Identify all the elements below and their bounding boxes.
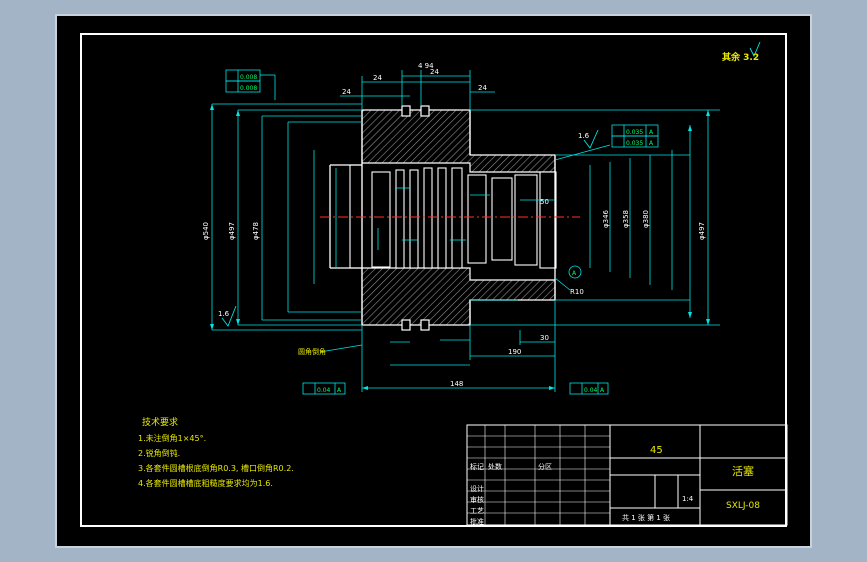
scale: 1:4: [682, 495, 694, 503]
rough-16-a: 1.6: [218, 310, 230, 318]
dim-od-right: φ497: [698, 222, 706, 240]
row-label-mark: 标记: [470, 463, 484, 471]
dim-bore3: φ380: [642, 210, 650, 228]
drawing-no: SXLJ-08: [726, 501, 760, 511]
datum-right-2: A: [649, 140, 654, 147]
col-label-zone: 分区: [538, 463, 552, 471]
sheet-info: 共 1 张 第 1 张: [622, 514, 671, 522]
part-name: 活塞: [732, 465, 754, 478]
dim-slot: 4 94: [418, 62, 434, 70]
drawing-frame: [80, 33, 787, 527]
rough-16-b: 1.6: [578, 132, 590, 140]
dim-r-fillet: R10: [570, 288, 584, 296]
row-label-design: 设计: [470, 485, 484, 493]
dim-len-30: 30: [540, 334, 549, 342]
leader-note: 圆角倒角: [298, 347, 326, 356]
roughness-other: 其余 3.2: [722, 51, 759, 63]
dim-bore2: φ358: [622, 210, 630, 228]
dim-od-main: φ540: [202, 222, 210, 240]
datum-circle-label: A: [572, 270, 577, 277]
tol-top-left-1: 0.008: [240, 74, 257, 81]
dim-total-len: 148: [450, 380, 463, 388]
tol-bottom-right: 0.04: [584, 387, 598, 394]
dim-d4: 24: [430, 68, 439, 76]
dimension-arrows: [210, 104, 710, 390]
dim-d3: 24: [478, 84, 487, 92]
dim-od3: φ478: [252, 222, 260, 240]
title-block: [466, 424, 788, 526]
dim-d1: 24: [373, 74, 382, 82]
tolerance-frames: [225, 69, 659, 395]
tech-requirements: 技术要求 1.未注倒角1×45°. 2.锐角倒钝. 3.各套件圆槽根底倒角R0.…: [138, 416, 294, 491]
tolerance-texts: 0.008 0.008 0.035 0.035 A A 0.04 A 0.04 …: [240, 74, 654, 394]
tol-bottom-left: 0.04: [317, 387, 331, 394]
dim-len-190: 190: [508, 348, 521, 356]
dim-d2: 24: [342, 88, 351, 96]
material: 45: [650, 445, 663, 456]
roughness-symbols: [221, 41, 761, 327]
datum-bottom-right: A: [600, 387, 605, 394]
tol-top-left-2: 0.008: [240, 85, 257, 92]
tol-right-1: 0.035: [626, 129, 643, 136]
inner-grooves: [349, 164, 557, 269]
dimension-texts: 24 24 24 24 4 94 φ540 φ497 φ478 φ346 φ35…: [202, 62, 706, 388]
tech-item-1: 1.未注倒角1×45°.: [138, 434, 207, 443]
datum-right-1: A: [649, 129, 654, 136]
title-block-grid: [467, 425, 610, 525]
tech-item-3: 3.各套件圆槽根底倒角R0.3, 槽口倒角R0.2.: [138, 464, 294, 473]
tech-item-4: 4.各套件圆槽槽底粗糙度要求均为1.6.: [138, 479, 273, 488]
outer-grooves: [401, 105, 430, 331]
tech-item-2: 2.锐角倒钝.: [138, 449, 181, 458]
datum-bottom-left: A: [337, 387, 342, 394]
section-upper: [361, 109, 556, 326]
row-label-process: 工艺: [470, 507, 484, 515]
dimension-lines: [211, 70, 720, 392]
dim-od2: φ497: [228, 222, 236, 240]
dim-bore1: φ346: [602, 209, 610, 228]
col-label-count: 处数: [488, 463, 502, 471]
dim-len-50: 50: [540, 198, 549, 206]
row-label-review: 审核: [470, 496, 484, 504]
row-label-approve: 批准: [470, 518, 484, 526]
tech-title: 技术要求: [142, 418, 179, 428]
tol-right-2: 0.035: [626, 140, 643, 147]
